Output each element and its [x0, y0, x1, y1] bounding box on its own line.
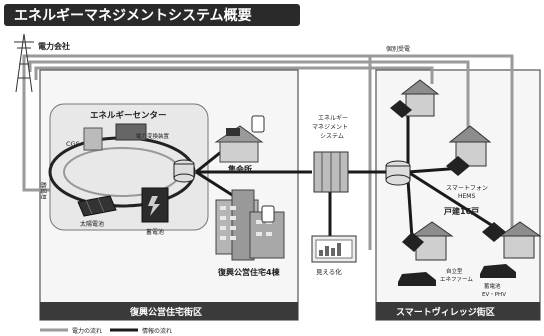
meeting-hall-label: 集会所: [227, 164, 252, 174]
power-converter-label: 電力変換装置: [136, 132, 170, 140]
housing-meter-icon: [261, 205, 275, 223]
smartphone-label: スマートフォン: [446, 185, 488, 192]
individual-power-label: 個別受電: [386, 45, 410, 53]
car-icon-right: [480, 264, 516, 278]
legend-info-label: 情報の流れ: [142, 327, 172, 335]
storage-ev-label-2: EV・PHV: [482, 292, 506, 298]
housing-buildings: [215, 189, 285, 261]
ems-label-3: システム: [320, 133, 344, 140]
car-icon-left: [398, 272, 436, 286]
district-right-label: スマートヴィレッジ街区: [396, 306, 495, 318]
houses16-label: 戸建16戸: [444, 206, 479, 216]
storage-ev-label-1: 蓄電池: [484, 282, 501, 290]
power-company-label: 電力会社: [38, 41, 70, 51]
solar-label: 太陽電池: [80, 220, 104, 228]
power-converter-icon: [115, 123, 147, 141]
district-bar-left: [40, 302, 298, 320]
ems-server-icon: [313, 151, 349, 193]
solar-panel-icon: [77, 195, 117, 217]
ems-label-2: マネジメント: [312, 124, 348, 131]
power-lines: [22, 54, 514, 250]
smart-village-drum-icon: [385, 160, 411, 186]
self-farm-label-2: エネファーム: [440, 276, 473, 283]
smartphone-icon-bottom-left: [402, 232, 424, 252]
smartphone-icon-top: [390, 100, 412, 118]
cgs-label: CGS: [66, 140, 80, 148]
ems-label-1: エネルギー: [318, 115, 348, 122]
energy-center-drum-icon: [173, 159, 195, 183]
ems-panel: [300, 72, 374, 320]
legend-power-label: 電力の流れ: [72, 327, 102, 335]
hems-label: HEMS: [458, 193, 475, 200]
visualization-label: 見える化: [316, 267, 342, 276]
cgs-icon: [83, 127, 103, 151]
district-bar-right: [376, 302, 540, 320]
house-bottom-right: [498, 221, 542, 259]
storage-label-center: 蓄電池: [146, 228, 164, 236]
visualization-monitor-icon: [311, 235, 357, 263]
self-line-label: 自営線: [40, 182, 48, 200]
title-banner: [4, 4, 300, 26]
housing4-label: 復興公営住宅4棟: [217, 267, 281, 277]
energy-center-label: エネルギーセンター: [90, 110, 167, 121]
meeting-hall-meter-icon: [251, 115, 265, 133]
power-tower-icon: [14, 33, 34, 93]
meeting-hall-building: [214, 125, 264, 163]
district-left-label: 復興公営住宅街区: [129, 306, 202, 318]
smartphone-icon-mid: [446, 156, 470, 176]
diagram-title: エネルギーマネジメントシステム概要: [14, 7, 252, 24]
smartphone-icon-bottom-right: [482, 222, 506, 242]
self-farm-label-1: 自立型: [446, 267, 463, 275]
